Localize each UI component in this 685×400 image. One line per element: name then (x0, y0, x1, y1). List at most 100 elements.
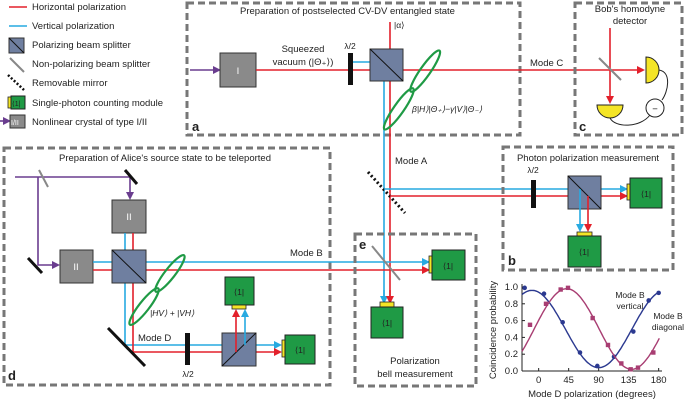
panel-c-title: Bob's homodyne (595, 4, 665, 15)
half-wave-plate (185, 333, 190, 365)
crystal-type-i (219, 52, 257, 88)
svg-text:⟨1|: ⟨1| (641, 189, 651, 199)
chart-xlabel: Mode D polarization (degrees) (528, 389, 656, 400)
data-point-vertical (522, 285, 527, 291)
data-point-diagonal (565, 285, 571, 291)
waveplate-label: λ/2 (344, 41, 356, 51)
legend-label: Vertical polarization (32, 21, 114, 32)
coherent-state-label: |α⟩ (394, 20, 404, 30)
chart-ylabel: Coincidence probability (488, 281, 499, 379)
mode-b-label: Mode B (290, 248, 323, 259)
panel-e-title: Polarization (390, 356, 440, 367)
y-tick-label: 0.8 (505, 299, 518, 310)
non-polarizing-beam-splitter (38, 169, 49, 188)
y-tick-label: 0.4 (505, 332, 518, 343)
panel-c-letter: c (579, 119, 586, 134)
legend-label: Nonlinear crystal of type I/II (32, 117, 147, 128)
polarizing-beam-splitter-icon (8, 37, 25, 54)
data-point-vertical (595, 363, 600, 369)
svg-text:⟨1|: ⟨1| (295, 345, 305, 355)
half-wave-plate (348, 53, 353, 85)
legend-label: Polarizing beam splitter (32, 40, 131, 51)
x-tick-label: 45 (563, 375, 574, 386)
mirror (26, 256, 44, 275)
panel-b-frame (501, 145, 675, 272)
y-tick-label: 0.2 (505, 349, 518, 360)
single-photon-counter: ⟨1| (370, 301, 404, 339)
mirror (123, 169, 139, 185)
data-point-diagonal (558, 287, 563, 292)
series-label-diagonal-2: diagonal (652, 322, 684, 332)
polarizing-beam-splitter (111, 249, 147, 284)
removable-mirror (366, 170, 407, 215)
panel-a-letter: a (192, 119, 200, 134)
non-polarizing-beam-splitter-icon (9, 57, 25, 73)
waveplate-label: λ/2 (182, 369, 194, 379)
svg-text:⟨1|: ⟨1| (382, 318, 392, 328)
panel-d-title: Preparation of Alice's source state to b… (59, 153, 271, 164)
data-point-diagonal (543, 301, 549, 306)
data-point-diagonal (619, 361, 624, 366)
y-tick-label: 0.6 (505, 316, 518, 327)
crystal-label: II (73, 262, 78, 273)
crystal-label: I (237, 66, 240, 77)
y-tick-label: 1.0 (505, 282, 518, 293)
x-tick-label: 180 (651, 375, 667, 386)
mode-a-label: Mode A (395, 156, 428, 167)
photodiode-bottom (596, 104, 624, 119)
series-label-vertical: Mode B (615, 290, 645, 300)
nonlinear-crystal-icon: I/II (0, 114, 26, 129)
non-polarizing-beam-splitter (371, 245, 401, 281)
half-wave-plate (531, 180, 536, 208)
y-tick-label: 0.0 (505, 366, 518, 377)
data-point-vertical (560, 319, 565, 325)
mode-d-blue-beam (124, 233, 282, 349)
panel-e-title-2: bell measurement (377, 369, 453, 380)
mode-c-label: Mode C (530, 58, 563, 69)
panel-d-frame (2, 146, 332, 387)
data-point-vertical (541, 291, 547, 297)
svg-text:⟨1|: ⟨1| (12, 100, 21, 108)
photodiode-right (645, 56, 660, 84)
svg-text:⟨1|: ⟨1| (443, 261, 453, 271)
minus-icon: − (652, 104, 658, 115)
panel-c-frame (573, 1, 684, 137)
data-point-diagonal (635, 365, 641, 370)
mode-d-label: Mode D (138, 333, 171, 344)
source-state-label: |HV⟩ + |VH⟩ (150, 308, 195, 318)
coincidence-chart: Coincidence probability Mode D polarizat… (488, 281, 684, 400)
mirror (106, 326, 147, 368)
svg-text:⟨1|: ⟨1| (579, 247, 589, 257)
subtractor-circle (645, 98, 665, 118)
data-point-vertical (577, 350, 583, 355)
mode-a-blue-beam (353, 61, 385, 302)
panel-d-letter: d (8, 368, 16, 383)
svg-text:⟨1|: ⟨1| (234, 287, 244, 297)
crystal-type-ii-top (111, 199, 147, 234)
data-point-diagonal (527, 322, 533, 327)
crystal-type-ii-left (59, 249, 94, 284)
legend-label: Removable mirror (32, 78, 108, 89)
legend-label: Non-polarizing beam splitter (32, 59, 150, 70)
x-tick-label: 0 (536, 375, 541, 386)
pump-beam-top (15, 176, 134, 200)
polarizing-beam-splitter (567, 175, 602, 210)
pump-beam-left (37, 177, 60, 269)
panel-e-letter: e (359, 237, 366, 252)
squeezed-label: Squeezed (282, 44, 325, 55)
x-tick-label: 135 (621, 375, 637, 386)
waveplate-label: λ/2 (527, 165, 539, 175)
legend: Horizontal polarization Vertical polariz… (0, 2, 163, 129)
single-photon-counter: ⟨1| (224, 276, 255, 310)
detector-wires (609, 69, 669, 126)
panel-e: ⟨1| ⟨1| Polarization bell measurement e (353, 232, 478, 388)
panel-a-frame (185, 1, 522, 137)
data-point-diagonal (605, 342, 611, 348)
crystal-label: II (126, 212, 131, 223)
panel-e-frame (353, 232, 478, 388)
single-photon-counter: ⟨1| (626, 177, 663, 209)
removable-mirror-icon (7, 74, 25, 91)
data-point-vertical (631, 329, 636, 334)
